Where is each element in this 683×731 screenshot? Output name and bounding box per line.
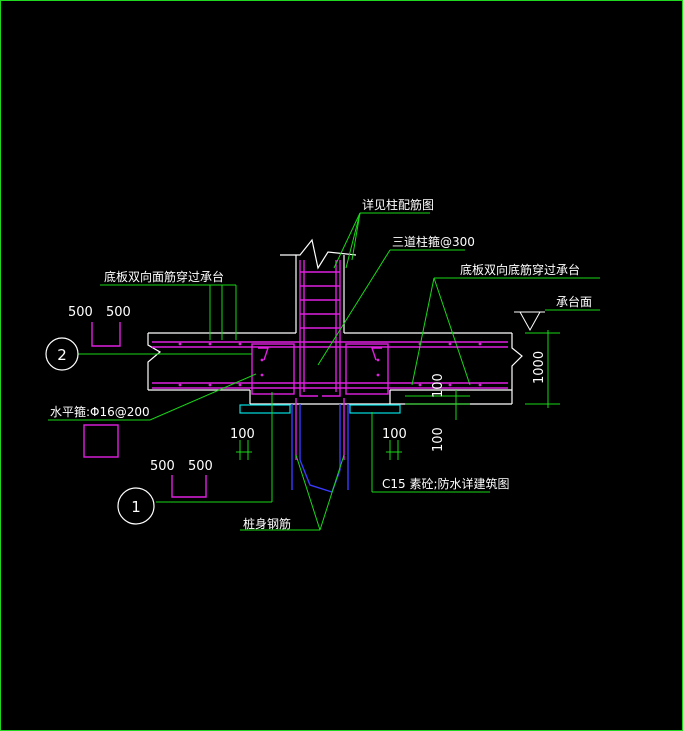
label-column-ref: 详见柱配筋图 [362, 197, 434, 212]
cushion [239, 404, 401, 414]
dim-500b: 500 [106, 305, 131, 320]
svg-text:2: 2 [57, 346, 67, 364]
leader-lines [48, 212, 600, 531]
dim-100-vert: 100 [431, 373, 446, 398]
svg-text:1: 1 [131, 498, 141, 516]
axis-marker-1: 1 [117, 487, 155, 525]
dim-100-left: 100 [230, 427, 255, 442]
dim-100-vert2: 100 [431, 427, 446, 452]
label-slab-bottom-rebar: 底板双向底筋穿过承台 [460, 262, 580, 277]
label-slab-top-rebar: 底板双向面筋穿过承台 [104, 269, 224, 284]
label-stirrups: 三道柱箍@300 [392, 234, 475, 249]
dim-100-right: 100 [382, 427, 407, 442]
rebar [83, 260, 508, 498]
pile [291, 404, 349, 493]
label-horizontal-stirrup: 水平箍:Φ16@200 [50, 404, 150, 419]
dim-500d: 500 [188, 459, 213, 474]
label-pile-rebar: 桩身钢筋 [243, 516, 291, 531]
label-cap-surface: 承台面 [556, 294, 592, 309]
level-symbol-icon [514, 311, 545, 332]
label-cushion: C15 素砼;防水详建筑图 [382, 476, 510, 491]
dim-500a: 500 [68, 305, 93, 320]
axis-marker-2: 2 [45, 337, 79, 371]
dim-1000: 1000 [532, 351, 547, 384]
dim-500c: 500 [150, 459, 175, 474]
